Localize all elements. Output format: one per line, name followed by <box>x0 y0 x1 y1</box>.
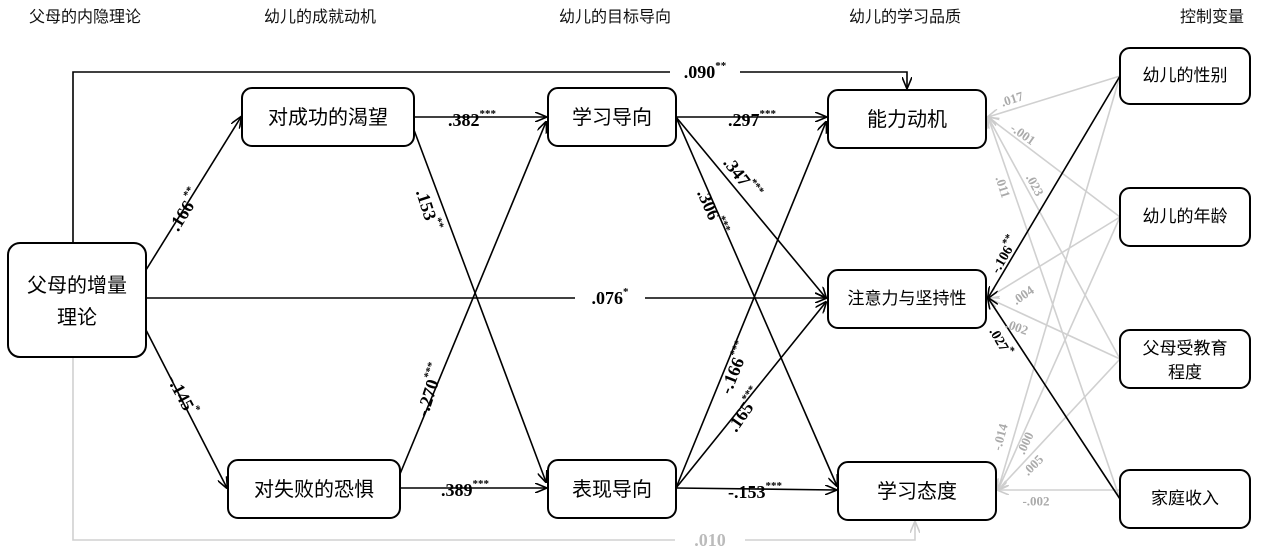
label-income-competence: .011 <box>992 174 1013 200</box>
label-success-learning: .382*** <box>448 108 497 130</box>
node-growth-theory: 父母的增量 理论 <box>7 242 147 358</box>
label-growth-fear: -.145* <box>163 370 203 419</box>
main-paths <box>72 71 915 541</box>
label-income-attitude: -.002 <box>1022 494 1049 509</box>
label-edu-attention: .002 <box>1004 316 1031 338</box>
svg-text:学习导向: 学习导向 <box>572 105 652 129</box>
node-fear-failure: 对失败的恐惧 <box>227 459 401 519</box>
svg-text:父母的增量: 父母的增量 <box>27 273 127 297</box>
label-gender-competence: .017 <box>999 88 1026 109</box>
label-success-performance: .153** <box>412 186 446 234</box>
node-performance-orientation: 表现导向 <box>547 459 677 519</box>
control-paths <box>988 75 1121 500</box>
node-desire-success: 对成功的渴望 <box>241 87 415 147</box>
label-learning-competence: .297*** <box>728 108 777 130</box>
svg-text:注意力与坚持性: 注意力与坚持性 <box>848 289 967 309</box>
svg-text:对成功的渴望: 对成功的渴望 <box>268 105 388 129</box>
header-goal-orientation: 幼儿的目标导向 <box>559 7 671 26</box>
label-growth-attention: .076* <box>592 286 630 308</box>
node-gender: 幼儿的性别 <box>1119 47 1251 105</box>
header-implicit-theory: 父母的内隐理论 <box>29 7 141 26</box>
label-growth-success: .166 ** <box>163 184 206 234</box>
node-family-income: 家庭收入 <box>1119 469 1251 529</box>
node-learning-orientation: 学习导向 <box>547 87 677 147</box>
svg-text:幼儿的性别: 幼儿的性别 <box>1143 66 1228 86</box>
label-gender-attention: -.106** <box>985 232 1021 276</box>
label-growth-attitude: .010 <box>694 530 726 550</box>
node-parent-education: 父母受教育 程度 <box>1119 329 1251 389</box>
svg-text:幼儿的年龄: 幼儿的年龄 <box>1143 207 1228 227</box>
label-fear-performance: .389*** <box>441 478 490 500</box>
label-fear-learning: -.270*** <box>410 360 448 419</box>
label-performance-attitude: -.153*** <box>728 480 783 502</box>
label-age-attention: .004 <box>1009 282 1037 308</box>
svg-text:理论: 理论 <box>57 305 97 329</box>
label-edu-competence: .023 <box>1023 171 1047 199</box>
node-competence-motivation: 能力动机 <box>827 89 987 149</box>
svg-text:家庭收入: 家庭收入 <box>1151 489 1219 509</box>
node-learning-attitude: 学习态度 <box>837 461 997 521</box>
label-growth-competence: .090** <box>684 60 727 82</box>
svg-text:能力动机: 能力动机 <box>867 107 947 131</box>
node-age: 幼儿的年龄 <box>1119 187 1251 247</box>
svg-text:表现导向: 表现导向 <box>572 477 652 501</box>
node-attention-persistence: 注意力与坚持性 <box>827 269 987 329</box>
label-gender-attitude: -.014 <box>989 422 1011 453</box>
svg-text:父母受教育: 父母受教育 <box>1143 339 1228 359</box>
svg-text:学习态度: 学习态度 <box>877 479 957 503</box>
header-achievement-motivation: 幼儿的成就动机 <box>264 7 376 26</box>
header-control-variables: 控制变量 <box>1180 7 1244 26</box>
header-learning-quality: 幼儿的学习品质 <box>849 7 961 26</box>
svg-text:程度: 程度 <box>1168 363 1202 383</box>
label-learning-attitude: .306*** <box>693 185 733 238</box>
svg-text:对失败的恐惧: 对失败的恐惧 <box>254 477 374 501</box>
